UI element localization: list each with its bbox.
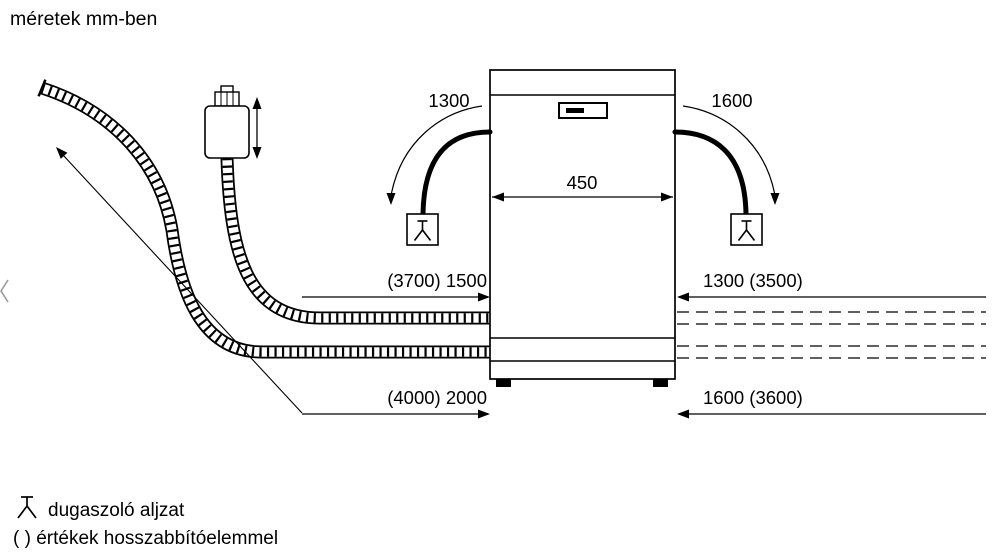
- drain-hose-end-cap: [37, 79, 47, 97]
- aquastop-box: [204, 85, 250, 159]
- supply-left-dimension: (3700) 1500: [302, 270, 490, 302]
- foot-left: [496, 379, 511, 387]
- power-cord-right: [672, 129, 749, 217]
- cord-right-dimension: 1600: [682, 90, 780, 205]
- drain-left-dimension: (4000) 2000: [302, 387, 490, 419]
- width-dimension: 450: [492, 172, 673, 202]
- width-label: 450: [567, 172, 598, 193]
- supply-right-dimension: 1300 (3500): [677, 270, 986, 302]
- legend: dugaszoló aljzat ( ) értékek hosszabbító…: [13, 496, 278, 549]
- hose-continuation-dashed: [677, 311, 986, 359]
- supply-left-label: (3700) 1500: [387, 270, 487, 291]
- cord-left-label: 1300: [428, 90, 469, 111]
- drain-hose-leader: [56, 147, 303, 414]
- plug-socket-right-icon: [730, 213, 763, 246]
- leader-arrowhead: [56, 147, 68, 159]
- box-height-arrow: [252, 97, 262, 159]
- dishwasher-outline: [489, 69, 676, 387]
- page-title: méretek mm-ben: [10, 8, 157, 30]
- drain-right-dimension: 1600 (3600): [677, 387, 986, 419]
- plug-socket-left-icon: [406, 213, 439, 246]
- drain-left-label: (4000) 2000: [387, 387, 487, 408]
- drain-hose: [37, 79, 490, 359]
- legend-socket-label: dugaszoló aljzat: [48, 500, 185, 521]
- cord-left-dimension: 1300: [386, 90, 483, 205]
- plug-socket-icon: [17, 496, 37, 519]
- supply-hose: [220, 157, 490, 325]
- cord-right-label: 1600: [711, 90, 752, 111]
- power-cord-left: [420, 129, 493, 217]
- supply-right-label: 1300 (3500): [703, 270, 803, 291]
- legend-extension-note: ( ) értékek hosszabbítóelemmel: [13, 528, 278, 549]
- carousel-prev-icon[interactable]: [0, 279, 9, 303]
- drain-right-label: 1600 (3600): [703, 387, 803, 408]
- foot-right: [653, 379, 668, 387]
